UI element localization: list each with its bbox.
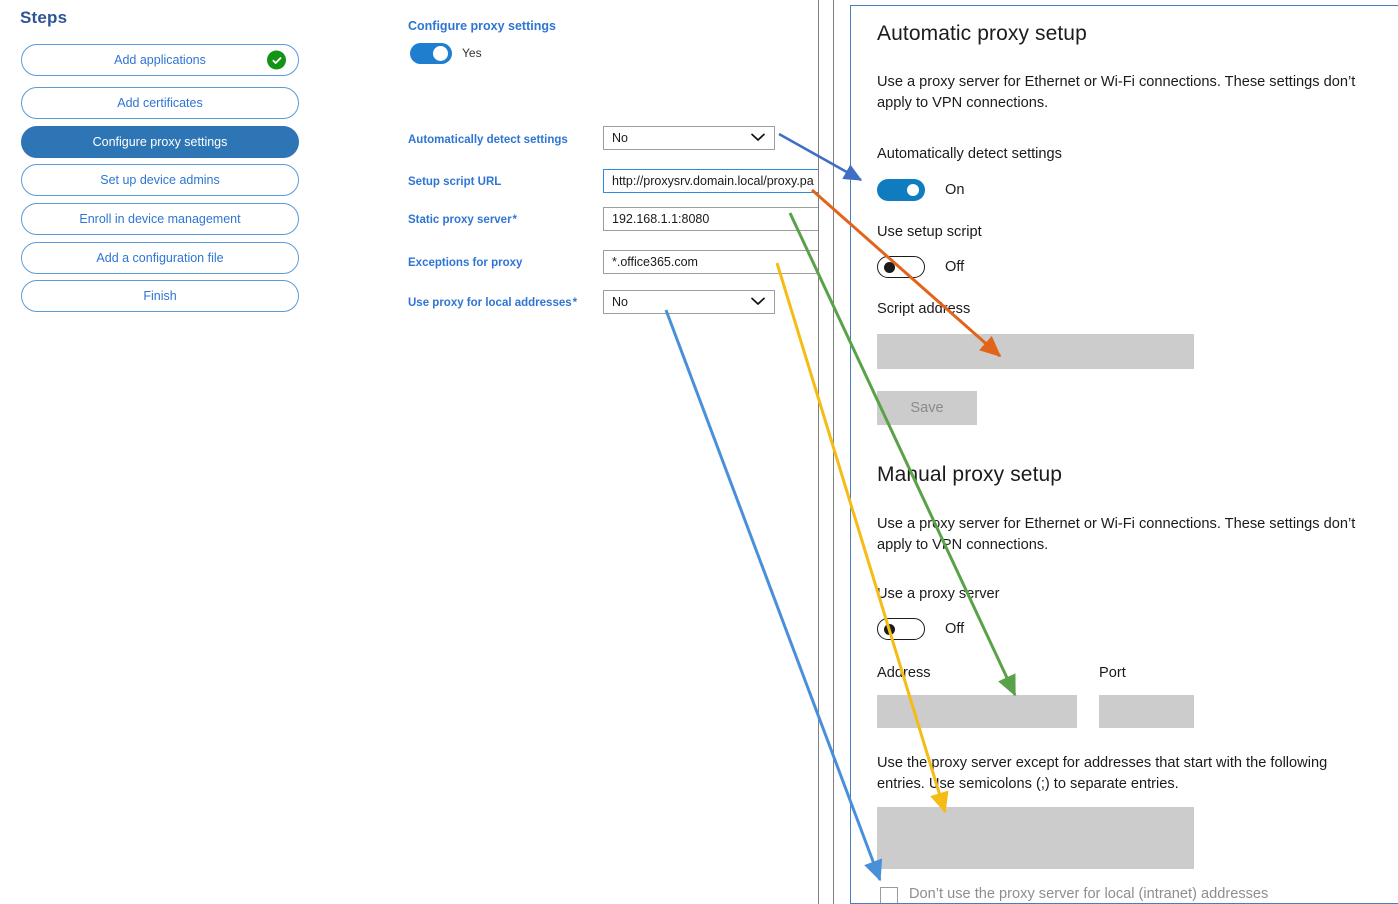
panel-divider-right bbox=[833, 0, 834, 904]
step-button-add-applications[interactable]: Add applications bbox=[21, 44, 299, 76]
toggle-knob bbox=[433, 46, 448, 61]
step-label: Set up device admins bbox=[100, 173, 220, 187]
chevron-down-icon bbox=[751, 295, 765, 309]
use-setup-script-state: Off bbox=[945, 259, 965, 275]
select-value: No bbox=[612, 131, 628, 145]
form-title: Configure proxy settings bbox=[408, 19, 556, 33]
bypass-local-addresses-label: Don’t use the proxy server for local (in… bbox=[909, 886, 1269, 902]
toggle-knob bbox=[884, 624, 895, 635]
step-label: Add certificates bbox=[117, 96, 203, 110]
script-address-input[interactable] bbox=[877, 334, 1194, 369]
check-icon bbox=[267, 50, 286, 70]
input-exceptions-for-proxy[interactable]: *.office365.com bbox=[603, 250, 819, 274]
label-static-proxy-server: Static proxy server * bbox=[408, 214, 517, 226]
automatically-detect-settings-state: On bbox=[945, 182, 965, 198]
label-automatically-detect-settings: Automatically detect settings bbox=[408, 134, 568, 146]
exceptions-description: Use the proxy server except for addresse… bbox=[877, 755, 1328, 793]
select-value: No bbox=[612, 295, 628, 309]
input-value: 192.168.1.1:8080 bbox=[612, 212, 710, 226]
use-setup-script-label: Use setup script bbox=[877, 224, 982, 240]
label-setup-script-url: Setup script URL bbox=[408, 176, 502, 188]
automatic-proxy-setup-heading: Automatic proxy setup bbox=[877, 22, 1087, 45]
automatically-detect-settings-label: Automatically detect settings bbox=[877, 146, 1062, 162]
input-setup-script-url[interactable]: http://proxysrv.domain.local/proxy.pa bbox=[603, 169, 819, 193]
bypass-local-addresses-checkbox[interactable] bbox=[880, 887, 898, 903]
save-button[interactable]: Save bbox=[877, 391, 977, 425]
required-marker: * bbox=[571, 297, 578, 309]
toggle-knob bbox=[907, 184, 919, 196]
step-button-add-a-configuration-file[interactable]: Add a configuration file bbox=[21, 242, 299, 274]
port-label: Port bbox=[1099, 665, 1126, 681]
required-marker: * bbox=[511, 214, 517, 226]
input-value: *.office365.com bbox=[612, 255, 698, 269]
step-button-enroll-in-device-management[interactable]: Enroll in device management bbox=[21, 203, 299, 235]
select-automatically-detect-settings[interactable]: No bbox=[603, 126, 775, 150]
configure-proxy-settings-toggle-label: Yes bbox=[462, 46, 482, 60]
address-input[interactable] bbox=[877, 695, 1077, 728]
label-exceptions-for-proxy: Exceptions for proxy bbox=[408, 257, 523, 269]
configure-proxy-settings-toggle[interactable] bbox=[410, 43, 452, 64]
use-a-proxy-server-label: Use a proxy server bbox=[877, 586, 1000, 602]
use-setup-script-toggle[interactable] bbox=[877, 256, 925, 278]
steps-panel-title: Steps bbox=[20, 8, 68, 27]
steps-panel: Steps Add applications Add certificates … bbox=[20, 8, 299, 312]
use-a-proxy-server-state: Off bbox=[945, 621, 965, 637]
chevron-down-icon bbox=[751, 131, 765, 145]
step-button-configure-proxy-settings[interactable]: Configure proxy settings bbox=[21, 126, 299, 158]
input-static-proxy-server[interactable]: 192.168.1.1:8080 bbox=[603, 207, 819, 231]
label-use-proxy-for-local-addresses: Use proxy for local addresses * bbox=[408, 297, 578, 309]
step-label: Finish bbox=[143, 289, 177, 303]
use-a-proxy-server-toggle[interactable] bbox=[877, 618, 925, 640]
windows-proxy-settings-panel: Automatic proxy setup Use a proxy server… bbox=[850, 5, 1398, 904]
automatic-proxy-setup-description: Use a proxy server for Ethernet or Wi-Fi… bbox=[877, 74, 1356, 112]
step-button-set-up-device-admins[interactable]: Set up device admins bbox=[21, 164, 299, 196]
input-value: http://proxysrv.domain.local/proxy.pa bbox=[612, 174, 814, 188]
exceptions-input[interactable] bbox=[877, 807, 1194, 869]
automatically-detect-settings-toggle[interactable] bbox=[877, 179, 925, 201]
step-label: Enroll in device management bbox=[79, 212, 241, 226]
script-address-label: Script address bbox=[877, 301, 971, 317]
address-label: Address bbox=[877, 665, 931, 681]
step-label: Configure proxy settings bbox=[92, 135, 228, 149]
toggle-knob bbox=[884, 262, 895, 273]
step-label: Add a configuration file bbox=[96, 251, 224, 265]
step-button-finish[interactable]: Finish bbox=[21, 280, 299, 312]
step-button-add-certificates[interactable]: Add certificates bbox=[21, 87, 299, 119]
panel-divider-left bbox=[818, 0, 819, 904]
manual-proxy-setup-heading: Manual proxy setup bbox=[877, 463, 1063, 486]
manual-proxy-setup-description: Use a proxy server for Ethernet or Wi-Fi… bbox=[877, 516, 1356, 554]
port-input[interactable] bbox=[1099, 695, 1194, 728]
step-label: Add applications bbox=[114, 53, 206, 67]
select-use-proxy-for-local-addresses[interactable]: No bbox=[603, 290, 775, 314]
